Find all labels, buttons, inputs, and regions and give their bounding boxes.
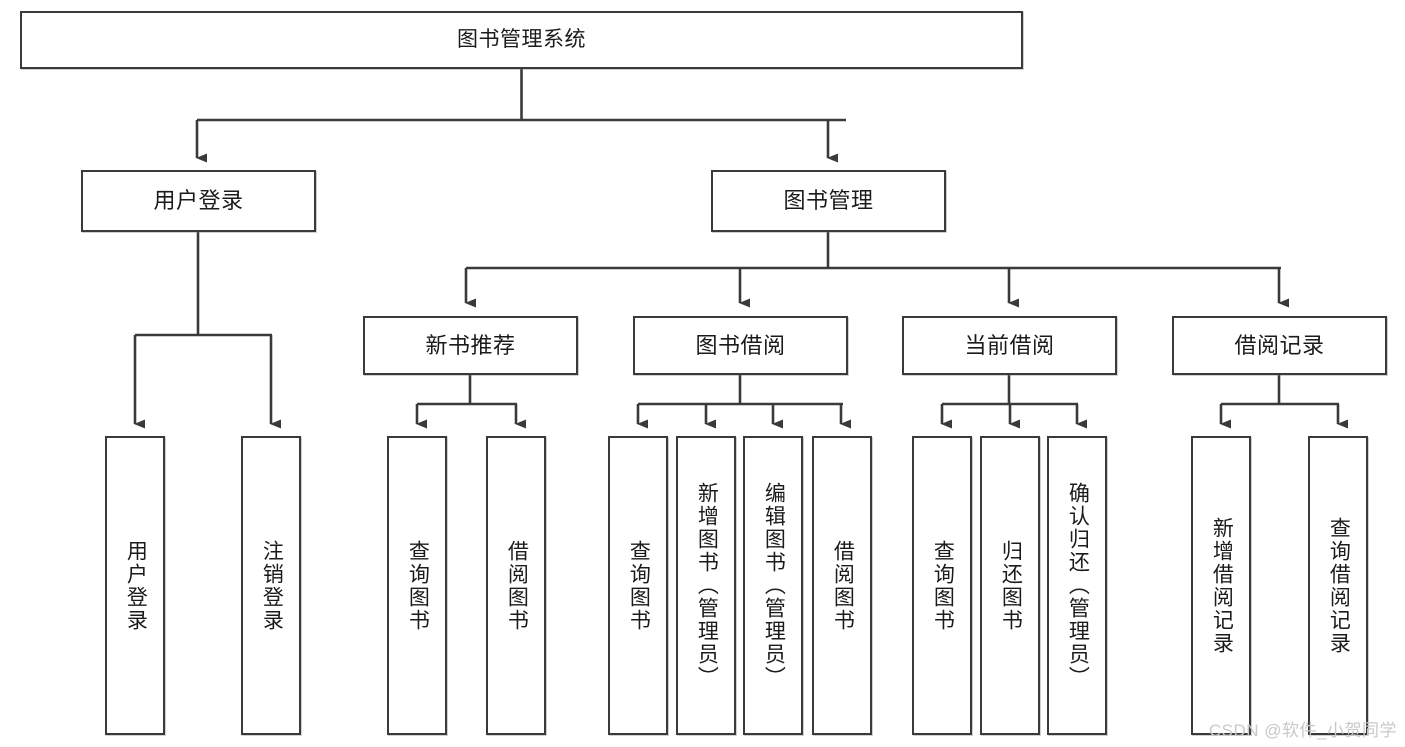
node-leaf-return-book[interactable]: 归还图书 [980, 436, 1040, 735]
node-leaf-borrow-book-2[interactable]: 借阅图书 [812, 436, 872, 735]
node-label: 用户登录 [153, 188, 244, 214]
node-leaf-user-login[interactable]: 用户登录 [105, 436, 165, 735]
node-label: 注销登录 [260, 539, 284, 632]
node-label: 新增借阅记录 [1210, 516, 1234, 655]
node-root-book-management-system[interactable]: 图书管理系统 [20, 11, 1023, 69]
node-leaf-logout[interactable]: 注销登录 [241, 436, 301, 735]
node-leaf-confirm-return-admin[interactable]: 确认归还（管理员） [1047, 436, 1107, 735]
node-label: 新增图书（管理员） [695, 482, 719, 689]
node-leaf-add-borrow-record[interactable]: 新增借阅记录 [1191, 436, 1251, 735]
node-label: 查询图书 [627, 539, 651, 632]
node-leaf-edit-book-admin[interactable]: 编辑图书（管理员） [743, 436, 803, 735]
node-user-login[interactable]: 用户登录 [81, 170, 316, 232]
node-label: 归还图书 [999, 539, 1023, 632]
node-leaf-borrow-book-1[interactable]: 借阅图书 [486, 436, 546, 735]
node-label: 借阅图书 [831, 539, 855, 632]
node-leaf-query-book-1[interactable]: 查询图书 [387, 436, 447, 735]
node-label: 借阅图书 [505, 539, 529, 632]
node-label: 用户登录 [124, 539, 148, 632]
node-label: 查询图书 [931, 539, 955, 632]
node-label: 确认归还（管理员） [1066, 482, 1090, 689]
node-label: 借阅记录 [1234, 332, 1325, 358]
node-leaf-query-book-2[interactable]: 查询图书 [608, 436, 668, 735]
node-label: 查询借阅记录 [1327, 516, 1351, 655]
node-label: 图书管理系统 [457, 27, 586, 51]
node-book-management[interactable]: 图书管理 [711, 170, 946, 232]
node-label: 编辑图书（管理员） [762, 482, 786, 689]
csdn-watermark: CSDN @软件_小贺同学 [1208, 721, 1397, 740]
node-leaf-query-book-3[interactable]: 查询图书 [912, 436, 972, 735]
node-book-borrowing[interactable]: 图书借阅 [633, 316, 848, 375]
node-label: 新书推荐 [425, 332, 516, 358]
node-leaf-add-book-admin[interactable]: 新增图书（管理员） [676, 436, 736, 735]
node-leaf-query-borrow-record[interactable]: 查询借阅记录 [1308, 436, 1368, 735]
node-label: 当前借阅 [964, 332, 1055, 358]
node-label: 图书管理 [783, 188, 874, 214]
node-label: 图书借阅 [695, 332, 786, 358]
node-new-book-recommendation[interactable]: 新书推荐 [363, 316, 578, 375]
node-current-borrowing[interactable]: 当前借阅 [902, 316, 1117, 375]
node-label: 查询图书 [406, 539, 430, 632]
node-borrowing-record[interactable]: 借阅记录 [1172, 316, 1387, 375]
